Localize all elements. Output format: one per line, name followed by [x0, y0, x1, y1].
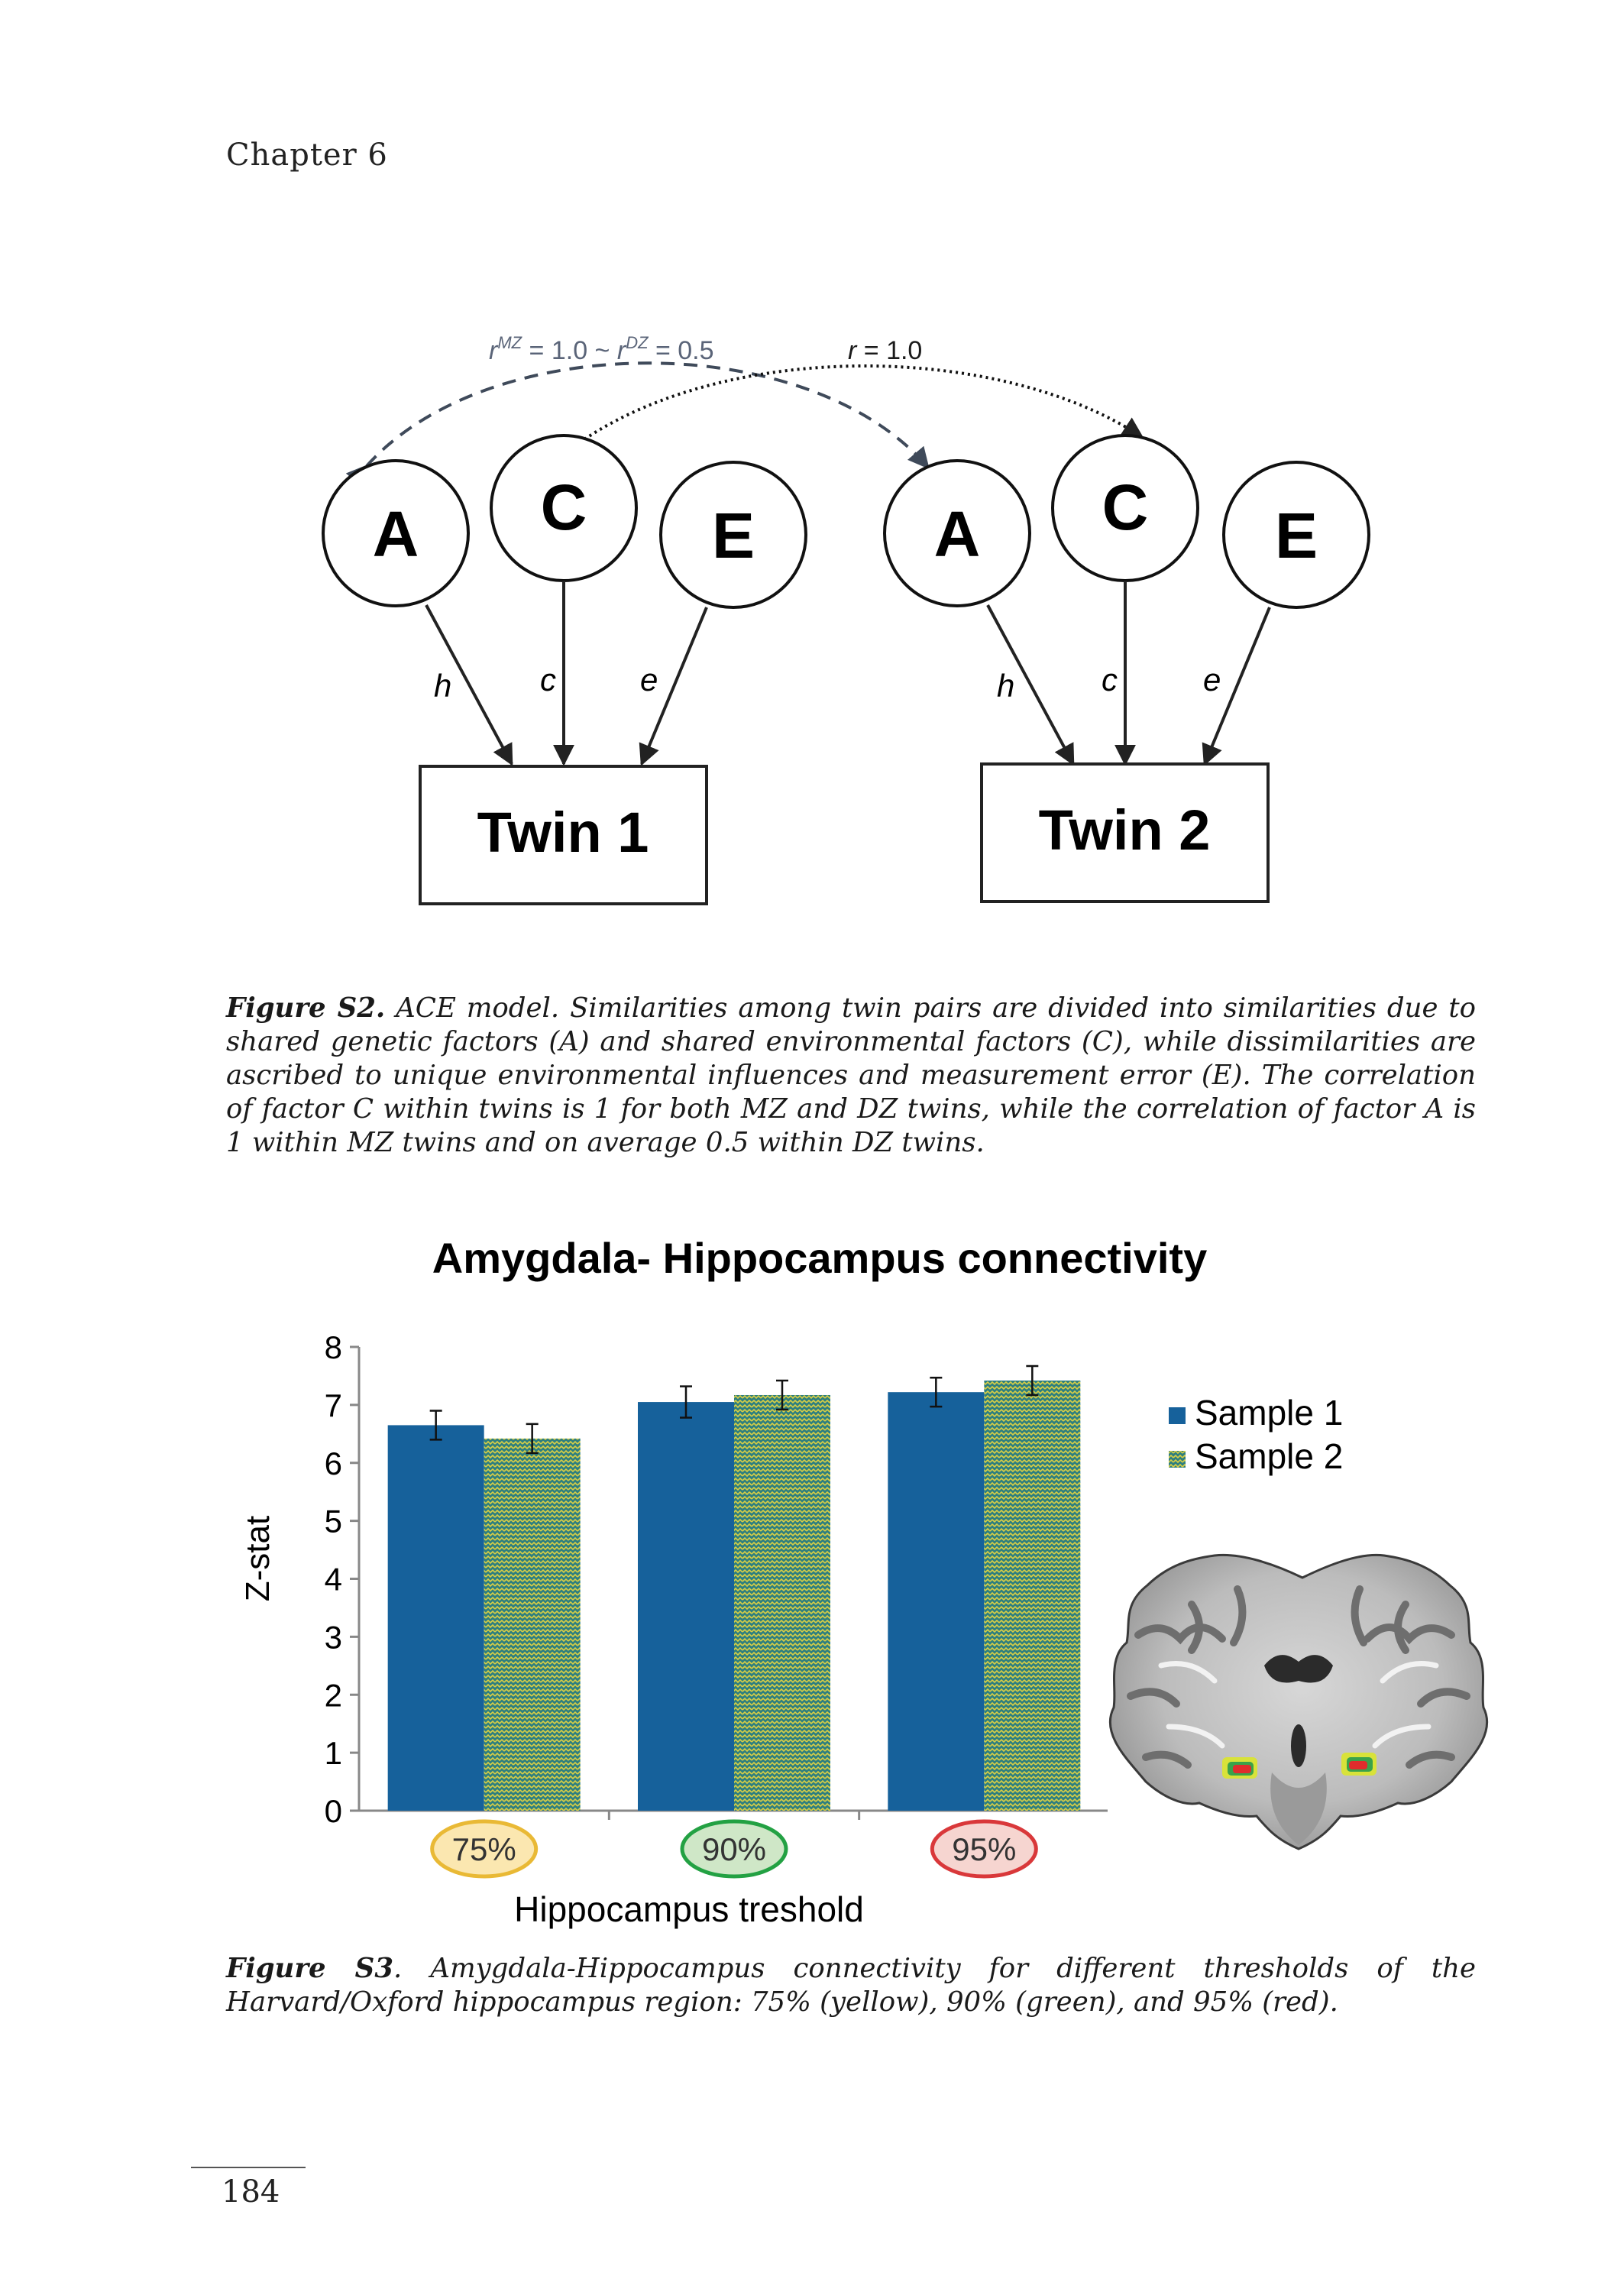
svg-text:C: C [541, 471, 587, 543]
correlation-a-label: rMZ = 1.0 ~ rDZ = 0.5 [489, 333, 714, 365]
twin1-label-h: h [434, 668, 451, 704]
error-bar [930, 1376, 943, 1408]
svg-text:Twin 2: Twin 2 [1039, 798, 1211, 862]
figure-s2-label: Figure S2. [226, 992, 386, 1024]
running-header: Chapter 6 [226, 138, 388, 173]
twin2-factor-e: E [1222, 461, 1370, 609]
right-hippocampus-overlay [1341, 1753, 1377, 1776]
y-tick-label: 2 [325, 1677, 342, 1713]
figure-s3-caption: Figure S3. Amygdala-Hippocampus connecti… [226, 1952, 1476, 2019]
figure-s3-caption-text: . Amygdala-Hippocampus connectivity for … [226, 1953, 1476, 2018]
x-tick-label: 95% [952, 1831, 1016, 1867]
bar-sample-1-90pct [638, 1402, 734, 1811]
error-bar [1026, 1365, 1039, 1397]
page-number: 184 [222, 2174, 280, 2209]
svg-text:A: A [373, 498, 419, 570]
error-bar [776, 1379, 788, 1411]
bar-sample-2-95pct [984, 1381, 1081, 1811]
y-tick-label: 1 [325, 1735, 342, 1771]
left-hippocampus-overlay [1222, 1757, 1257, 1779]
twin1-box: Twin 1 [419, 765, 708, 905]
a-correlation-arc [345, 361, 930, 488]
footer-rule [191, 2167, 306, 2168]
svg-text:Twin 1: Twin 1 [477, 801, 649, 864]
x-axis-label: Hippocampus treshold [514, 1889, 864, 1929]
y-tick-label: 0 [325, 1793, 342, 1829]
correlation-c-label: r = 1.0 [848, 336, 922, 365]
figure-s2-caption: Figure S2. ACE model. Similarities among… [226, 992, 1476, 1160]
brain-slice-image [1108, 1543, 1497, 1864]
chart-title: Amygdala- Hippocampus connectivity [432, 1234, 1207, 1282]
error-bar [680, 1385, 692, 1419]
legend-swatch-sample-1 [1169, 1407, 1186, 1424]
twin1-path-h [425, 604, 513, 766]
bars [387, 1365, 1081, 1820]
legend-swatch-sample-2 [1169, 1451, 1186, 1468]
twin2-path-e [1202, 607, 1271, 766]
figure-s3-label: Figure S3 [226, 1953, 394, 1984]
y-axis-label: Z-stat [239, 1516, 277, 1601]
legend-label-sample-1: Sample 1 [1195, 1393, 1343, 1432]
y-tick-label: 6 [325, 1445, 342, 1481]
svg-text:A: A [934, 498, 981, 570]
y-tick-label: 8 [325, 1329, 342, 1365]
c-correlation-arc [562, 364, 1144, 459]
y-tick-label: 5 [325, 1504, 342, 1539]
y-tick-label: 4 [325, 1562, 342, 1598]
twin1-factor-e: E [659, 461, 807, 609]
twin1-label-c: c [540, 662, 556, 698]
svg-text:C: C [1102, 471, 1149, 543]
figure-s2-caption-text: ACE model. Similarities among twin pairs… [226, 992, 1476, 1158]
category-badge-95pct: 95% [930, 1819, 1038, 1879]
ace-model-diagram: rMZ = 1.0 ~ rDZ = 0.5 r = 1.0 A C E A C … [322, 333, 1370, 905]
category-badge-90pct: 90% [680, 1819, 788, 1879]
x-tick-label: 90% [702, 1831, 766, 1867]
bar-sample-1-95pct [888, 1392, 985, 1811]
bar-sample-2-90pct [734, 1394, 830, 1811]
twin2-factor-a: A [883, 459, 1031, 607]
twin2-factor-c: C [1051, 434, 1199, 582]
category-badges: 75% 90% 95% [430, 1819, 1038, 1879]
x-tick-label: 75% [452, 1831, 516, 1867]
category-badge-75pct: 75% [430, 1819, 539, 1879]
twin2-label-c: c [1102, 662, 1118, 698]
svg-text:E: E [1275, 500, 1318, 571]
twin1-path-e [639, 607, 708, 766]
twin2-label-e: e [1203, 662, 1221, 698]
legend-label-sample-2: Sample 2 [1195, 1436, 1343, 1476]
twin1-label-e: e [640, 662, 658, 698]
bar-sample-1-75pct [387, 1425, 484, 1811]
svg-text:E: E [712, 500, 755, 571]
twin2-label-h: h [997, 668, 1014, 704]
twin1-factor-a: A [322, 459, 470, 607]
twin1-factor-c: C [490, 434, 638, 582]
legend: Sample 1 Sample 2 [1169, 1393, 1343, 1476]
twin2-box: Twin 2 [980, 762, 1270, 903]
twin2-path-h [986, 604, 1075, 766]
y-tick-label: 7 [325, 1387, 342, 1423]
error-bar [526, 1423, 539, 1455]
bar-sample-2-75pct [484, 1438, 581, 1811]
y-tick-label: 3 [325, 1619, 342, 1655]
connectivity-bar-chart: Amygdala- Hippocampus connectivity 0 1 2 3 4… [239, 1234, 1497, 1929]
error-bar [429, 1410, 442, 1441]
